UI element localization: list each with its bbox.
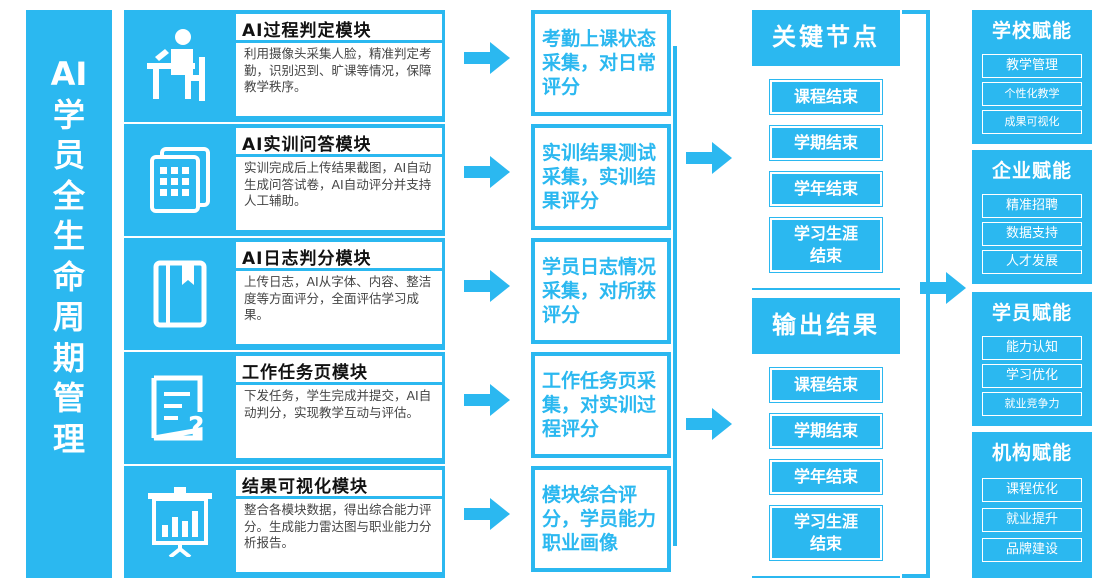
connector-line xyxy=(902,10,928,14)
empowerment-title: 机构赋能 xyxy=(991,442,1072,464)
module-title: AI过程判定模块 xyxy=(242,21,372,41)
key-nodes-section: 关键节点 课程结束 学期结束 学年结束 学习生涯结束 xyxy=(752,10,900,290)
institution-empowerment: 机构赋能 课程优化 就业提升 品牌建设 xyxy=(972,432,1092,578)
empowerment-chip: 课程优化 xyxy=(982,478,1082,502)
collection-box: 工作任务页采集，对实训过程评分 xyxy=(531,352,671,458)
title-underline xyxy=(236,268,442,271)
collection-box: 学员日志情况采集，对所获评分 xyxy=(531,238,671,344)
title-underline xyxy=(236,40,442,43)
section-title: 关键节点 xyxy=(772,23,880,51)
empowerment-chip: 就业竞争力 xyxy=(982,392,1082,416)
title-underline xyxy=(236,382,442,385)
task-question-icon: ? xyxy=(124,352,235,464)
title-char: 生 xyxy=(52,217,85,255)
empowerment-title: 学校赋能 xyxy=(991,20,1072,42)
notebook-icon xyxy=(124,238,235,350)
module-description: 整合各模块数据，得出综合能力评分。生成能力雷达图与职业能力分析报告。 xyxy=(244,502,432,550)
student-at-desk-icon xyxy=(124,10,235,122)
module-description: 下发任务，学生完成并提交，AI自动判分，实现教学互动与评估。 xyxy=(244,388,432,420)
module-title: 工作任务页模块 xyxy=(242,363,368,383)
module-description: 实训完成后上传结果截图，AI自动生成问答试卷，AI自动评分并支持人工辅助。 xyxy=(244,160,432,208)
output-pill: 学期结束 xyxy=(769,413,883,449)
flow-arrow-icon xyxy=(686,142,732,174)
collection-text: 学员日志情况采集，对所获评分 xyxy=(542,256,657,326)
collection-text: 模块综合评分，学员能力职业画像 xyxy=(542,484,657,554)
svg-text:?: ? xyxy=(188,410,204,442)
empowerment-title: 学员赋能 xyxy=(991,302,1072,324)
collection-text: 实训结果测试采集，实训结果评分 xyxy=(542,142,657,212)
collection-text: 考勤上课状态采集，对日常评分 xyxy=(542,28,657,98)
title-char: 管 xyxy=(52,379,85,417)
section-body: 课程结束 学期结束 学年结束 学习生涯结束 xyxy=(752,354,900,576)
title-char: 周 xyxy=(52,298,85,336)
module-card: AI过程判定模块 利用摄像头采集人脸，精准判定考勤，识别迟到、旷课等情况，保障教… xyxy=(236,14,442,116)
module-description: 利用摄像头采集人脸，精准判定考勤，识别迟到、旷课等情况，保障教学秩序。 xyxy=(244,46,432,94)
title-underline xyxy=(236,496,442,499)
collection-text: 工作任务页采集，对实训过程评分 xyxy=(542,370,657,440)
collection-box: 模块综合评分，学员能力职业画像 xyxy=(531,466,671,572)
module-process-judgement: AI过程判定模块 利用摄像头采集人脸，精准判定考勤，识别迟到、旷课等情况，保障教… xyxy=(124,10,445,122)
title-char: 期 xyxy=(52,338,85,377)
module-result-visualization: 结果可视化模块 整合各模块数据，得出综合能力评分。生成能力雷达图与职业能力分析报… xyxy=(124,466,445,578)
school-empowerment: 学校赋能 教学管理 个性化教学 成果可视化 xyxy=(972,10,1092,144)
title-char: 理 xyxy=(52,419,85,458)
module-work-task: ? 工作任务页模块 下发任务，学生完成并提交，AI自动判分，实现教学互动与评估。 xyxy=(124,352,445,464)
module-card: AI实训问答模块 实训完成后上传结果截图，AI自动生成问答试卷，AI自动评分并支… xyxy=(236,128,442,230)
output-results-section: 输出结果 课程结束 学期结束 学年结束 学习生涯结束 xyxy=(752,298,900,578)
title-char: 员 xyxy=(52,136,85,174)
output-pill: 学年结束 xyxy=(769,459,883,495)
student-empowerment: 学员赋能 能力认知 学习优化 就业竞争力 xyxy=(972,292,1092,426)
empowerment-chip: 能力认知 xyxy=(982,336,1082,360)
empowerment-chip: 学习优化 xyxy=(982,364,1082,388)
flow-arrow-icon xyxy=(464,270,510,302)
empowerment-chip: 就业提升 xyxy=(982,508,1082,532)
empowerment-chip: 品牌建设 xyxy=(982,538,1082,562)
connector-line xyxy=(902,574,928,578)
flow-arrow-icon xyxy=(686,408,732,440)
section-title: 输出结果 xyxy=(772,311,880,339)
empowerment-title: 企业赋能 xyxy=(991,160,1072,182)
enterprise-empowerment: 企业赋能 精准招聘 数据支持 人才发展 xyxy=(972,150,1092,284)
module-card: 工作任务页模块 下发任务，学生完成并提交，AI自动判分，实现教学互动与评估。 xyxy=(236,356,442,458)
module-title: AI日志判分模块 xyxy=(242,249,372,269)
bar-chart-board-icon xyxy=(124,466,235,578)
empowerment-chip: 个性化教学 xyxy=(982,82,1082,106)
key-node-pill: 学年结束 xyxy=(769,171,883,207)
key-node-pill: 课程结束 xyxy=(769,79,883,115)
collection-box: 实训结果测试采集，实训结果评分 xyxy=(531,124,671,230)
empowerment-chip: 教学管理 xyxy=(982,54,1082,78)
empowerment-chip: 数据支持 xyxy=(982,222,1082,246)
empowerment-chip: 人才发展 xyxy=(982,250,1082,274)
flow-arrow-icon xyxy=(464,42,510,74)
flow-arrow-icon xyxy=(464,156,510,188)
module-title: AI实训问答模块 xyxy=(242,135,372,155)
title-char: 全 xyxy=(52,176,85,215)
module-log-scoring: AI日志判分模块 上传日志，AI从字体、内容、整洁度等方面评分，全面评估学习成果… xyxy=(124,238,445,350)
flow-arrow-icon xyxy=(464,384,510,416)
key-node-pill: 学习生涯结束 xyxy=(769,217,883,273)
module-card: AI日志判分模块 上传日志，AI从字体、内容、整洁度等方面评分，全面评估学习成果… xyxy=(236,242,442,344)
section-body: 课程结束 学期结束 学年结束 学习生涯结束 xyxy=(752,66,900,288)
empowerment-chip: 精准招聘 xyxy=(982,194,1082,218)
module-description: 上传日志，AI从字体、内容、整洁度等方面评分，全面评估学习成果。 xyxy=(244,274,432,322)
module-title: 结果可视化模块 xyxy=(242,477,368,497)
key-node-pill: 学期结束 xyxy=(769,125,883,161)
bracket-line xyxy=(673,46,677,546)
lifecycle-title-bar: AI 学 员 全 生 命 周 期 管 理 xyxy=(26,10,112,578)
flow-arrow-icon xyxy=(920,272,966,304)
empowerment-chip: 成果可视化 xyxy=(982,110,1082,134)
title-underline xyxy=(236,154,442,157)
module-card: 结果可视化模块 整合各模块数据，得出综合能力评分。生成能力雷达图与职业能力分析报… xyxy=(236,470,442,572)
flow-arrow-icon xyxy=(464,498,510,530)
module-training-qa: AI实训问答模块 实训完成后上传结果截图，AI自动生成问答试卷，AI自动评分并支… xyxy=(124,124,445,236)
output-pill: 学习生涯结束 xyxy=(769,505,883,561)
collection-box: 考勤上课状态采集，对日常评分 xyxy=(531,10,671,116)
title-char: 命 xyxy=(52,257,85,296)
output-pill: 课程结束 xyxy=(769,367,883,403)
title-char: 学 xyxy=(52,95,85,134)
title-char: AI xyxy=(50,55,88,93)
quiz-sheet-icon xyxy=(124,124,235,236)
